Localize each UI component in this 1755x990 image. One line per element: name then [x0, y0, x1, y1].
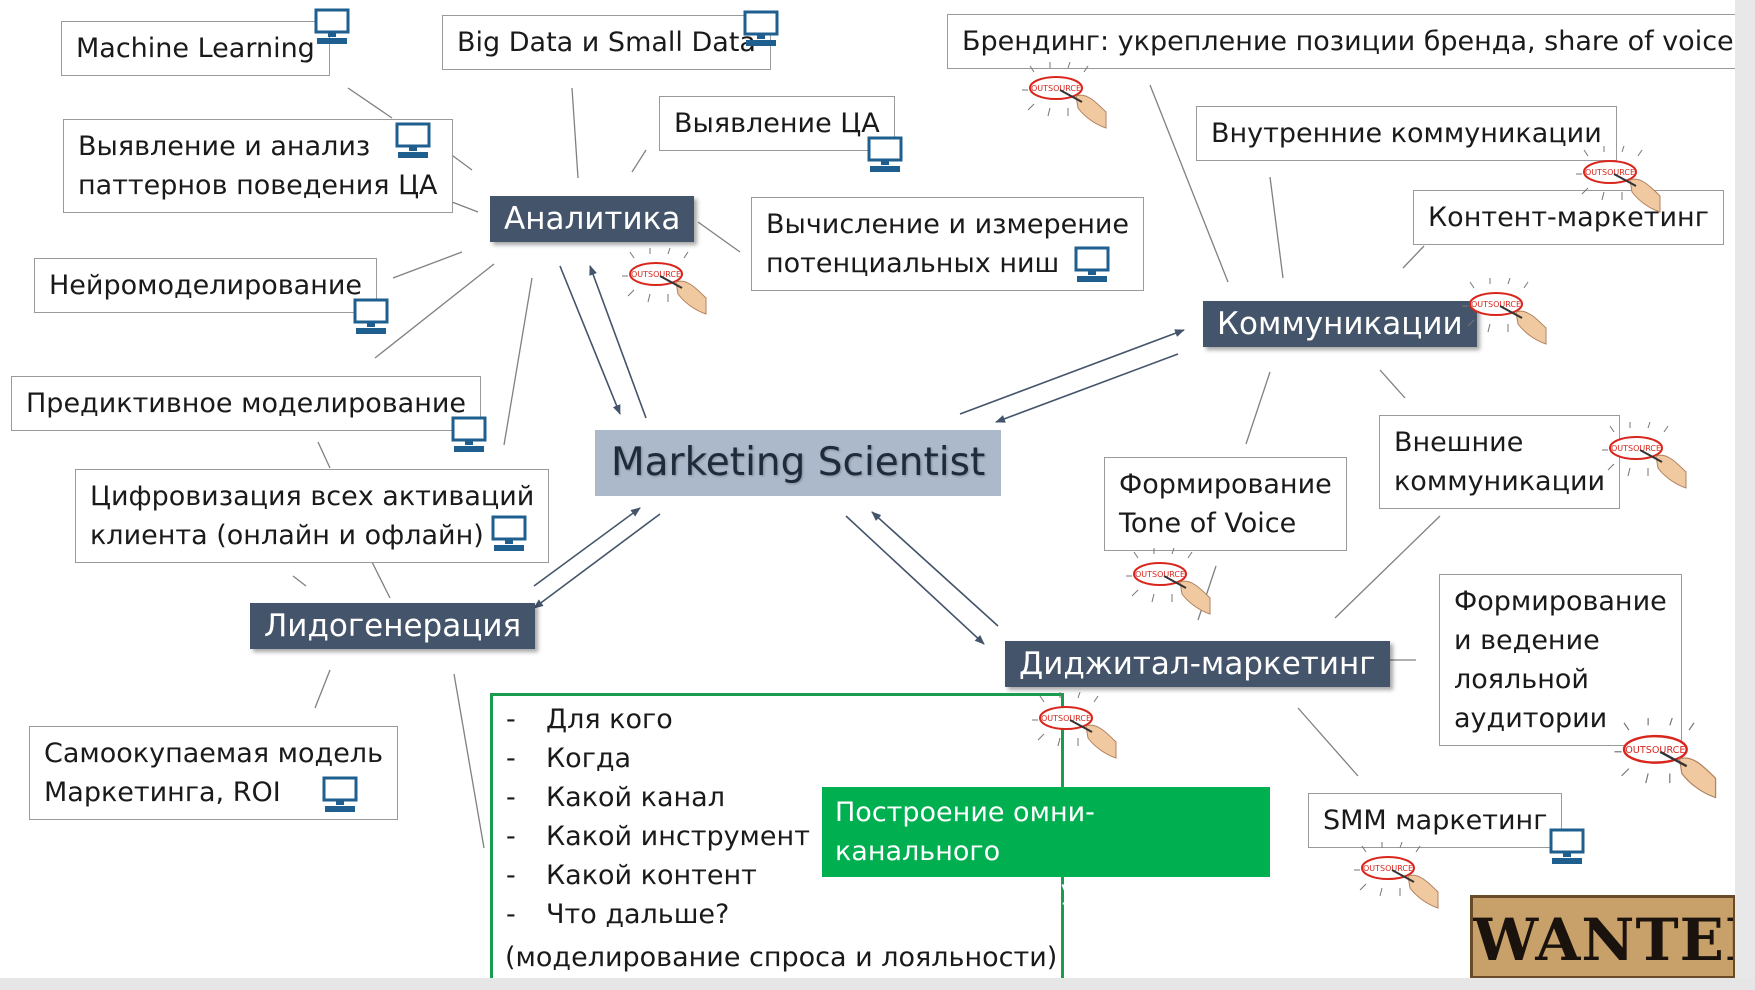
line-comm-tov [1245, 371, 1271, 445]
svg-text:OUTSOURCE: OUTSOURCE [1135, 570, 1185, 579]
node-predictive: Предиктивное моделирование [11, 376, 482, 431]
computer-icon [1549, 828, 1585, 864]
arrow-to-center-d [871, 511, 999, 627]
svg-text:OUTSOURCE: OUTSOURCE [1471, 300, 1521, 309]
computer-icon [1074, 246, 1110, 282]
svg-text:OUTSOURCE: OUTSOURCE [1041, 714, 1091, 723]
hub-leadgen: Лидогенерация [250, 603, 536, 649]
arrow-to-leadgen [533, 513, 661, 609]
line-lead-left [292, 575, 307, 587]
node-external-communications: Внешние коммуникации [1379, 415, 1621, 509]
line-patterns-b [451, 201, 479, 213]
line-lead-green [453, 673, 485, 849]
cjm-question: -Для кого [506, 704, 673, 735]
svg-text:OUTSOURCE: OUTSOURCE [631, 270, 681, 279]
cjm-question: -Что дальше? [506, 899, 730, 930]
svg-text:OUTSOURCE: OUTSOURCE [1031, 84, 1081, 93]
cjm-question: -Какой контент [506, 860, 757, 891]
node-internal-communications: Внутренние коммуникации [1196, 106, 1617, 161]
node-niches: Вычисление и измерение потенциальных ниш [751, 197, 1145, 291]
line-bigdata [571, 87, 579, 179]
line-niches [697, 221, 741, 253]
svg-text:OUTSOURCE: OUTSOURCE [1585, 168, 1635, 177]
node-machine-learning: Machine Learning [61, 21, 330, 76]
computer-icon [322, 776, 358, 812]
line-digital-smm [1297, 707, 1359, 777]
outsource-stamp-icon: OUTSOURCE [1602, 422, 1687, 489]
outsource-stamp-icon: OUTSOURCE [1032, 692, 1117, 759]
outsource-stamp-icon: OUTSOURCE [1576, 146, 1661, 213]
line-audience [631, 149, 647, 173]
outsource-stamp-icon: OUTSOURCE [622, 248, 707, 315]
computer-icon [491, 515, 527, 551]
node-self-paying-model: Самоокупаемая модель Маркетинга, ROI [29, 726, 398, 820]
computer-icon [353, 298, 389, 334]
node-audience: Выявление ЦА [659, 96, 895, 151]
line-external-digital [1334, 515, 1441, 619]
node-digitization: Цифровизация всех активаций клиента (онл… [75, 469, 550, 563]
line-content [1402, 245, 1425, 269]
computer-icon [451, 416, 487, 452]
computer-icon [743, 10, 779, 46]
line-analytics-low1 [374, 263, 495, 359]
hub-digital-marketing: Диджитал-маркетинг [1005, 641, 1390, 687]
node-neuromodeling: Нейромоделирование [34, 258, 378, 313]
center-marketing-scientist: Marketing Scientist [595, 430, 1002, 496]
cjm-question: -Какой канал [506, 782, 725, 813]
svg-text:OUTSOURCE: OUTSOURCE [1363, 864, 1413, 873]
computer-icon [314, 8, 350, 44]
line-neuro [392, 251, 463, 279]
line-tov-digital [1197, 565, 1217, 621]
arrow-to-center-l [533, 507, 641, 587]
cjm-question-list: -Для кого -Когда -Какой канал -Какой инс… [505, 700, 810, 934]
arrow-to-digital [845, 515, 985, 645]
bottom-shade [0, 978, 1755, 990]
outsource-stamp-icon: OUTSOURCE [1462, 278, 1547, 345]
line-digit-lead [371, 561, 391, 599]
node-loyal-audience: Формирование и ведение лояльной аудитори… [1439, 574, 1682, 746]
arrow-to-center-c [995, 353, 1179, 423]
line-comm-external [1379, 369, 1406, 399]
computer-icon [867, 136, 903, 172]
arrow-to-communications [959, 329, 1185, 415]
wanted-sign: WANTED [1470, 895, 1736, 979]
node-content-marketing: Контент-маркетинг [1413, 190, 1724, 245]
cjm-label: Построение омни-канального Customer Jour… [822, 787, 1270, 906]
line-internal [1269, 176, 1284, 279]
node-patterns: Выявление и анализ паттернов поведения Ц… [63, 119, 453, 213]
node-smm: SMM маркетинг [1308, 793, 1563, 848]
node-big-data: Big Data и Small Data [442, 15, 771, 70]
arrow-to-analytics [589, 265, 647, 419]
svg-text:OUTSOURCE: OUTSOURCE [1625, 745, 1685, 756]
hub-analytics: Аналитика [490, 196, 695, 242]
outsource-stamp-icon: OUTSOURCE [1126, 548, 1211, 615]
line-branding [1149, 84, 1229, 283]
hub-communications: Коммуникации [1203, 301, 1477, 347]
line-predictive [503, 277, 533, 446]
line-ml [347, 87, 393, 119]
outsource-stamp-icon: OUTSOURCE [1022, 62, 1107, 129]
node-branding: Брендинг: укрепление позиции бренда, sha… [947, 14, 1749, 69]
outsource-stamp-icon: OUTSOURCE [1614, 718, 1717, 799]
computer-icon [395, 122, 431, 158]
node-tone-of-voice: Формирование Tone of Voice [1104, 457, 1347, 551]
cjm-question: -Какой инструмент [506, 821, 810, 852]
line-selfpaying [314, 669, 331, 709]
outsource-stamp-icon: OUTSOURCE [1354, 842, 1439, 909]
arrow-to-center-a [559, 265, 621, 415]
cjm-question: -Когда [506, 743, 632, 774]
svg-text:OUTSOURCE: OUTSOURCE [1611, 444, 1661, 453]
line-predictive-down [317, 441, 331, 469]
cjm-note: (моделирование спроса и лояльности) [505, 942, 1058, 973]
edge-shade [1735, 0, 1755, 990]
